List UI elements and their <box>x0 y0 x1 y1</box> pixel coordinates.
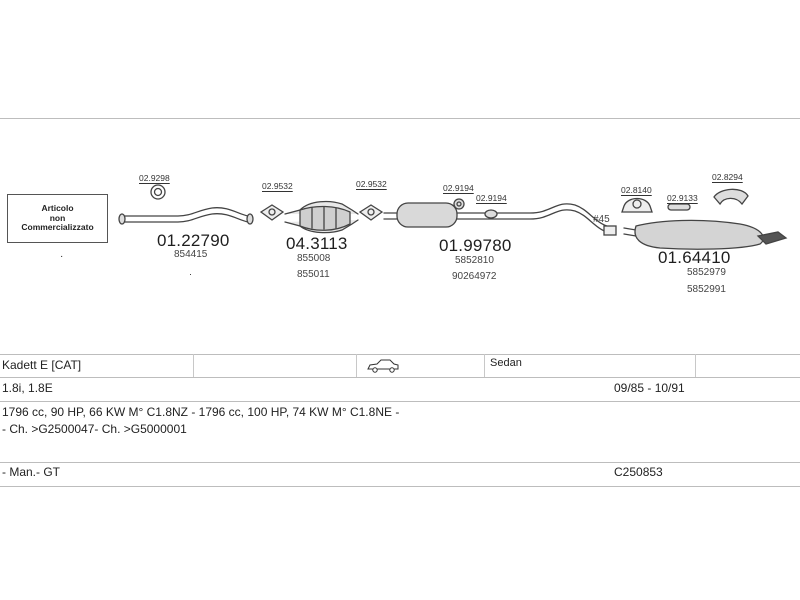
gasket-drawing <box>259 204 285 221</box>
table-col-divider <box>356 354 357 377</box>
rear-muffler-part-number: 01.64410 <box>658 248 731 267</box>
catalyst-oe-ref: 855011 <box>297 269 330 280</box>
catalyst-oe-ref: 855008 <box>297 253 331 264</box>
table-row-divider <box>0 377 800 378</box>
catalytic-converter-drawing <box>284 200 359 234</box>
clamp-part-number: 02.9298 <box>139 173 170 183</box>
note-line: Articolo <box>41 202 74 213</box>
center-muffler-part-number: 01.99780 <box>439 236 512 255</box>
clamp-drawing <box>150 184 166 200</box>
dot-mark: · <box>60 251 64 262</box>
ring-drawing <box>713 188 749 206</box>
mount-part-number: 02.9194 <box>476 193 507 203</box>
rear-muffler-oe-ref: 5852979 <box>687 267 726 278</box>
connector-drawing <box>603 225 617 236</box>
table-col-divider <box>484 354 485 377</box>
front-pipe-oe-ref: 854415 <box>174 249 208 260</box>
mount-part-number: 02.9194 <box>443 183 474 193</box>
table-row-divider <box>0 401 800 402</box>
dot-mark: · <box>189 269 192 279</box>
ring-part-number: 02.8294 <box>712 172 743 182</box>
center-muffler-oe-ref: 5852810 <box>455 255 494 266</box>
table-bottom-border <box>0 486 800 487</box>
body-type: Sedan <box>490 357 522 369</box>
catalyst-part-number: 04.3113 <box>286 234 348 253</box>
vehicle-model: Kadett E [CAT] <box>2 358 82 372</box>
sedan-car-icon <box>366 358 400 378</box>
rubber-mount-drawing <box>453 198 465 210</box>
note-line: Commercializzato <box>21 222 94 233</box>
top-border <box>0 118 800 119</box>
chassis-range: - Ch. >G2500047- Ch. >G5000001 <box>2 422 187 436</box>
engine-specs: 1796 cc, 90 HP, 66 KW M° C1.8NZ - 1796 c… <box>2 405 400 419</box>
rubber-mount-drawing <box>484 209 498 219</box>
table-col-divider <box>695 354 696 377</box>
production-years: 09/85 - 10/91 <box>614 381 685 395</box>
front-pipe-drawing <box>118 207 254 225</box>
center-muffler-drawing <box>383 202 616 235</box>
transmission: - Man.- GT <box>2 465 61 479</box>
table-col-divider <box>193 354 194 377</box>
rubber-mount-drawing <box>667 203 691 211</box>
rear-muffler-drawing <box>623 219 788 250</box>
center-muffler-oe-ref: 90264972 <box>452 271 497 282</box>
table-row-divider <box>0 462 800 463</box>
gasket-drawing <box>358 204 384 221</box>
clamp-drawing <box>621 197 653 213</box>
catalog-number: C250853 <box>614 465 663 479</box>
gasket-part-number: 02.9532 <box>262 181 293 191</box>
table-top-border <box>0 354 800 355</box>
not-sold-note: Articolo non Commercializzato <box>7 194 108 243</box>
gasket-part-number: 02.9532 <box>356 179 387 189</box>
front-pipe-part-number: 01.22790 <box>157 231 230 250</box>
mount-part-number: 02.9133 <box>667 193 698 203</box>
connector-label: #45 <box>593 214 610 225</box>
rear-muffler-oe-ref: 5852991 <box>687 284 726 295</box>
clamp-part-number: 02.8140 <box>621 185 652 195</box>
note-line: non <box>49 212 66 223</box>
engine-variants: 1.8i, 1.8E <box>2 381 53 395</box>
